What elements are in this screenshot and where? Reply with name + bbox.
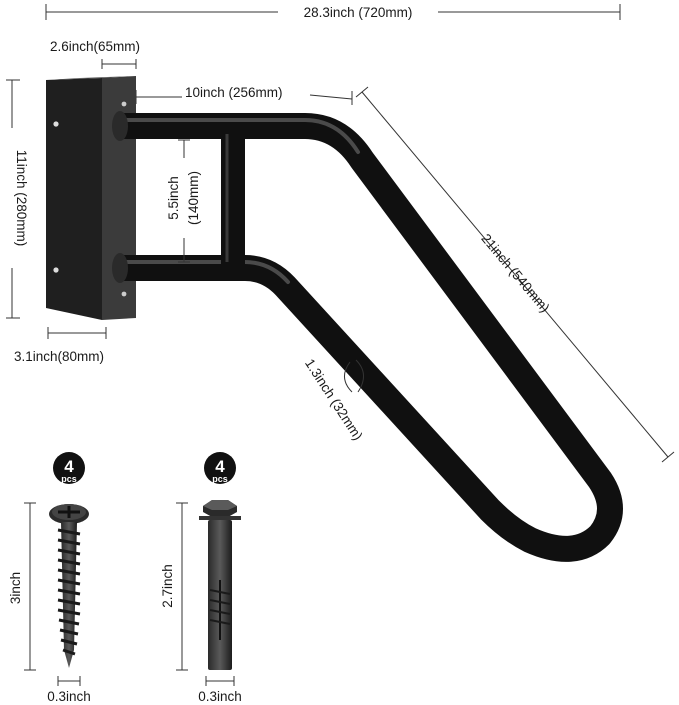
screw-hole [121,291,127,297]
plate-depth-dimension: 3.1inch(80mm) [14,327,107,364]
anchor-count-badge [204,452,236,484]
overall-length-dimension: 28.3inch (720mm) [45,3,621,21]
anchor-length-label: 2.7inch [160,564,175,608]
screw-hole [53,121,59,127]
top-bar-length-label: 10inch (256mm) [185,85,283,100]
plate-width-dimension: 2.6inch(65mm) [50,39,140,69]
screw-count-unit: pcs [61,474,77,484]
anchor-count-unit: pcs [212,474,228,484]
plate-height-label: 11inch (280mm) [14,150,29,247]
screw-count: 4 [64,457,74,476]
plate-height-dimension: 11inch (280mm) [4,79,29,319]
overall-length-label: 28.3inch (720mm) [304,5,413,20]
bar-spacing-label: 5.5inch [166,176,181,220]
screw-hole [53,267,59,273]
screw-threads [57,528,81,656]
wood-screw: 4 pcs 3inch 0.3inch [8,452,91,704]
plate-depth-label: 3.1inch(80mm) [14,349,104,364]
screw-hole [121,101,127,107]
anchor-diameter-label: 0.3inch [198,689,242,704]
tube-end-cap [112,253,128,283]
screw-length-label: 3inch [8,572,23,604]
diagonal-length-label: 21inch (540mm) [478,231,552,315]
screw-count-badge [53,452,85,484]
bar-spacing-mm-label: (140mm) [186,171,201,225]
screw-diameter-label: 0.3inch [47,689,91,704]
tube-end-cap [112,111,128,141]
plate-width-label: 2.6inch(65mm) [50,39,140,54]
bar-spacing-dimension: 5.5inch (140mm) [165,139,207,263]
anchor-count: 4 [215,457,225,476]
top-bar-length-dimension: 10inch (256mm) [135,85,353,105]
handrail-tube [112,111,623,562]
anchor-bolt: 4 pcs 2.7inch 0.3inch [160,452,242,704]
